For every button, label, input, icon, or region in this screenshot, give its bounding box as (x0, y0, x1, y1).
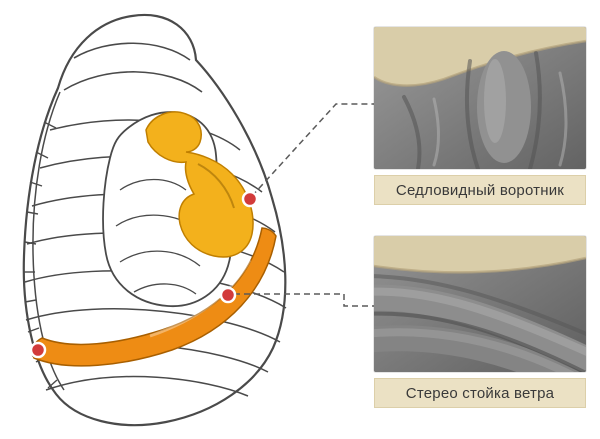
caption-collar-label: Седловидный воротник (395, 181, 565, 199)
hood-baffle-lines (63, 42, 203, 93)
marker-dot-tube-end (29, 341, 47, 359)
collar-photo (374, 27, 586, 169)
collar-crease (197, 163, 235, 209)
caption-collar: Седловидный воротник (374, 175, 586, 205)
connector-lines (234, 103, 374, 307)
side-baffle-ticks (24, 121, 58, 389)
collar-highlight (145, 111, 254, 258)
marker-dot-tube-mid (219, 286, 237, 304)
connector-bottom (234, 293, 374, 307)
caption-wind-baffle: Стерео стойка ветра (374, 378, 586, 408)
draft-tube-sheen (149, 259, 252, 338)
caption-wind-baffle-label: Стерео стойка ветра (405, 384, 555, 402)
marker-dots (29, 190, 259, 359)
connector-top (251, 103, 374, 197)
callout-panel-collar: Седловидный воротник (374, 27, 586, 205)
wind-baffle-photo (374, 236, 586, 372)
marker-dot-collar (241, 190, 259, 208)
callout-panel-wind-baffle: Стерео стойка ветра (374, 236, 586, 408)
